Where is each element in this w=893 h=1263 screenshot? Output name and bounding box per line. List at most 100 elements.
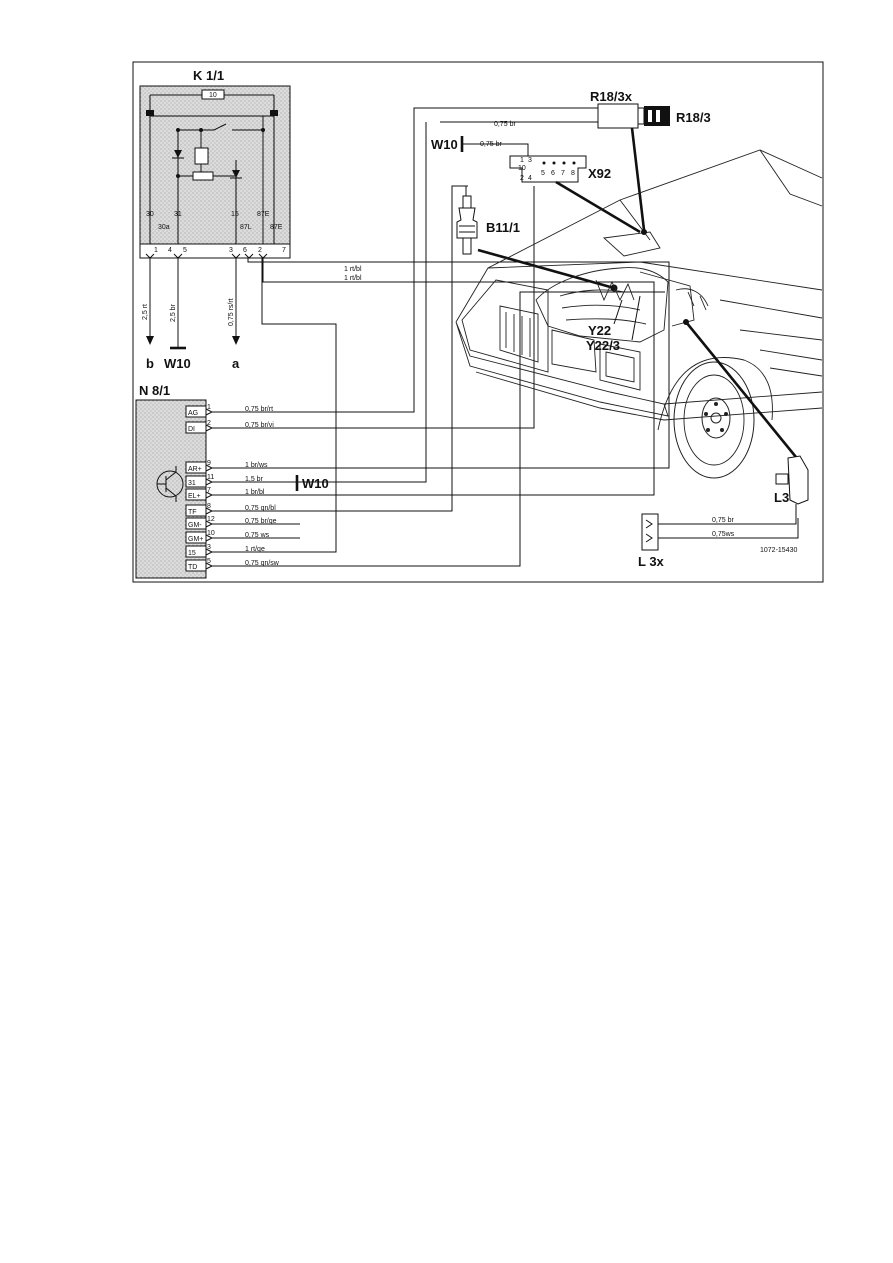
module-pin-name: GM- [188, 522, 202, 529]
module-pin-name: TD [188, 564, 197, 571]
module-pin-number: 8 [207, 503, 211, 510]
module-pin-name: DI [188, 426, 195, 433]
x92-pin: 1 [520, 157, 524, 164]
module-pin-number: 7 [207, 487, 211, 494]
module-wire-label: 0,75 ws [245, 532, 270, 539]
relay-outputs: 2,5 rt 2,5 br 0,75 rs/rt b W10 a [142, 258, 240, 371]
module-pin-box [185, 488, 207, 501]
module-pin-name: 31 [188, 480, 196, 487]
module-pin-row: 15 3 1 rt/ge [185, 544, 300, 558]
module-pin-number: 11 [207, 474, 214, 481]
module-pin-number: 12 [207, 516, 215, 523]
wire-label: 0,75 br [494, 121, 516, 128]
module-pin-wire [205, 520, 300, 528]
fuse-label: 10 [209, 92, 217, 99]
module-wire-label: 0,75 br/ge [245, 518, 277, 525]
terminal-label: 30 [146, 211, 154, 218]
module-pin-box [185, 545, 207, 558]
module-pin-box [185, 421, 207, 434]
output-label-a: a [232, 356, 240, 371]
wire-label: 0,75 br [480, 141, 502, 148]
wire-label: 1 rt/bl [344, 266, 362, 273]
module-wire-label: 1 rt/ge [245, 546, 265, 553]
x92-pin: 8 [571, 170, 575, 177]
terminal-label: 87L [240, 224, 252, 231]
module-pin-name: AG [188, 410, 198, 417]
module-pin-wire [205, 562, 300, 570]
module-pin-row: AG 1 0,75 br/rt [185, 404, 300, 418]
module-pin-number: 1 [207, 404, 211, 411]
module-pin-name: 15 [188, 550, 196, 557]
terminal-label: 87E [257, 211, 270, 218]
module-wire-label: 1,5 br [245, 476, 264, 483]
x92-pin: 5 [541, 170, 545, 177]
module-wire-label: 0,75 gn/bl [245, 505, 276, 512]
car-illustration [455, 149, 823, 479]
module-ground-label: W10 [302, 476, 329, 491]
module-pin-wire [205, 424, 300, 432]
module-pin-number: 9 [207, 460, 211, 467]
module-pin-number: 2 [207, 420, 211, 427]
module-wire-label: 1 br/bl [245, 489, 265, 496]
x92-pin: 7 [561, 170, 565, 177]
relay-k1-1: K 1/1 10 30 31 15 87E 30a 87L 87E 1 4 [139, 68, 291, 259]
module-pin-box [185, 475, 207, 488]
module-label: N 8/1 [139, 383, 170, 398]
module-pin-wire [205, 507, 300, 515]
wiring-routes: 1 rt/bl 1 rt/bl 0,75 br W10 0,75 br [247, 107, 670, 567]
module-pin-wire [205, 491, 300, 499]
terminal-label: 87E [270, 224, 283, 231]
module-pin-number: 5 [207, 558, 211, 565]
module-pin-box [185, 504, 207, 517]
module-pin-box [185, 461, 207, 474]
pin-number: 2 [258, 247, 262, 254]
pin-number: 4 [168, 247, 172, 254]
x92-pin: 2 [520, 175, 524, 182]
output-label-w10: W10 [164, 356, 191, 371]
module-wire-label: 0,75 br/vi [245, 422, 274, 429]
module-pin-wire [205, 408, 300, 416]
connector-l3x: 0,75 br 0,75ws L 3x [638, 513, 797, 569]
module-pin-row: TD 5 0,75 gn/sw [185, 558, 300, 572]
wire-label: 0,75ws [712, 531, 735, 538]
y22-3-label: Y22/3 [586, 338, 620, 353]
terminal-label: 31 [174, 211, 182, 218]
connector-x92: 1 3 10 2 4 5 6 7 8 X92 [509, 155, 641, 234]
x92-pin: 3 [528, 157, 532, 164]
pin-number: 7 [282, 247, 286, 254]
module-ground: W10 [295, 475, 329, 491]
wire-label: 2,5 br [170, 303, 177, 322]
module-wire-label: 0,75 gn/sw [245, 560, 280, 567]
module-pin-box [185, 517, 207, 530]
wheel [673, 361, 755, 479]
terminal-label: 30a [158, 224, 170, 231]
terminal-label: 15 [231, 211, 239, 218]
wire-label: 0,75 rs/rt [228, 298, 235, 326]
l3x-label: L 3x [638, 554, 665, 569]
module-pin-box [185, 559, 207, 572]
sensor-b11-1: B11/1 [456, 186, 618, 292]
x92-pin: 6 [551, 170, 555, 177]
w10-top-label: W10 [431, 137, 458, 152]
module-pin-name: TF [188, 509, 197, 516]
module-pin-row: GM- 12 0,75 br/ge [185, 516, 300, 530]
x92-label: X92 [588, 166, 611, 181]
relay-label: K 1/1 [193, 68, 224, 83]
wire-label: 1 rt/bl [344, 275, 362, 282]
module-pin-name: GM+ [188, 536, 203, 543]
r18-3x-label: R18/3x [590, 89, 633, 104]
y22-label: Y22 [588, 323, 611, 338]
module-pin-row: DI 2 0,75 br/vi [185, 420, 300, 434]
connector-r18-3x: R18/3x R18/3 [590, 89, 711, 231]
pin-number: 6 [243, 247, 247, 254]
module-pin-name: AR+ [188, 466, 202, 473]
module-wire-label: 0,75 br/rt [245, 406, 273, 413]
pin-number: 3 [229, 247, 233, 254]
wire-label: 2,5 rt [142, 304, 149, 320]
module-pin-number: 3 [207, 544, 211, 551]
